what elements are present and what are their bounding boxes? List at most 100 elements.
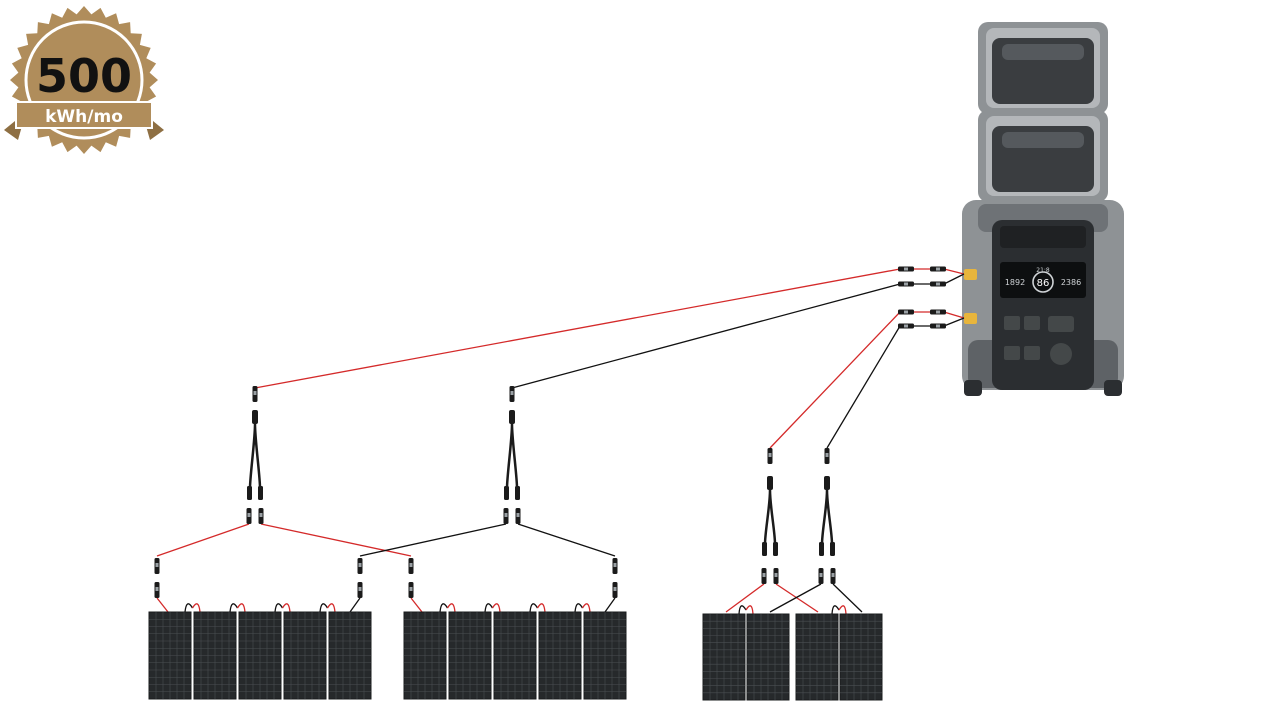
branch-leg — [762, 542, 767, 556]
solar-panel — [328, 611, 372, 700]
distribution-wire-positive — [156, 523, 250, 557]
branch-split — [820, 489, 834, 545]
ac-outlet — [1004, 346, 1020, 360]
y-branch-connector — [247, 410, 263, 500]
solar-panel — [746, 613, 790, 701]
mc4-band — [819, 573, 823, 577]
distribution-wire-negative — [359, 523, 507, 557]
solar-panel — [403, 611, 447, 700]
solar-panel — [238, 611, 282, 700]
badge-inner-ring — [24, 20, 144, 140]
branch-out-connector — [258, 508, 264, 524]
trunk-end-connector — [252, 386, 258, 402]
station-mc4-connector — [930, 266, 946, 272]
y-branch-connector — [504, 410, 520, 500]
ac-outlet-round — [1050, 343, 1072, 365]
branch-leg — [830, 542, 835, 556]
mc4-connector — [357, 558, 363, 574]
station-mc4-connector — [898, 266, 914, 272]
y-branch-connector — [762, 476, 778, 556]
y-branch-connector — [819, 476, 835, 556]
panel-lead — [832, 583, 863, 613]
screen-top-readout: 21:8 — [1036, 267, 1050, 274]
adapter-lead — [943, 311, 965, 319]
mc4-band — [155, 563, 159, 567]
panel-lead — [604, 597, 616, 613]
distribution-wire-negative — [517, 523, 616, 557]
panel-lead — [725, 583, 765, 613]
solar-panel — [148, 611, 192, 700]
series-jumper-negative — [274, 603, 284, 613]
panel-lead — [775, 583, 819, 613]
branch-leg — [773, 542, 778, 556]
solar-input-port-1 — [964, 269, 977, 280]
panel-lead — [349, 597, 361, 613]
branch-stem — [767, 476, 773, 490]
branch-leg — [258, 486, 263, 500]
branch-out-connector — [761, 568, 767, 584]
mc4-band — [936, 267, 940, 271]
mc4-band — [409, 587, 413, 591]
solar-panel — [583, 611, 627, 700]
mc4-connector — [154, 582, 160, 598]
branch-leg — [504, 486, 509, 500]
ac-outlet-large — [1048, 316, 1074, 332]
series-jumper-negative — [529, 603, 539, 613]
series-jumper-negative — [184, 603, 194, 613]
station-mc4-connector — [930, 309, 946, 315]
series-jumper-negative — [738, 605, 747, 615]
branch-stem — [252, 410, 258, 424]
adapter-lead — [943, 268, 965, 275]
trunk-cable-negative-2 — [826, 325, 901, 449]
screen-center-readout: 86 — [1037, 278, 1050, 289]
trunk-cable-positive-1 — [254, 268, 901, 389]
mc4-band — [247, 513, 251, 517]
mc4-band — [516, 513, 520, 517]
branch-leg — [515, 486, 520, 500]
solar-panels-layer — [148, 611, 883, 701]
wiring-layer — [156, 268, 965, 615]
solar-panel — [448, 611, 492, 700]
mc4-connector — [408, 582, 414, 598]
ac-outlet — [1024, 346, 1040, 360]
mc4-connector — [408, 558, 414, 574]
series-jumper-negative — [319, 603, 329, 613]
mc4-band — [904, 282, 908, 286]
mc4-band — [831, 573, 835, 577]
series-jumper-positive — [281, 603, 291, 613]
solar-panel — [193, 611, 237, 700]
mc4-band — [904, 310, 908, 314]
trunk-end-connector — [509, 386, 515, 402]
series-jumper-positive — [745, 605, 754, 615]
power-station: 21:8 86 1892 2386 — [962, 22, 1124, 396]
mc4-band — [155, 587, 159, 591]
main-unit: 21:8 86 1892 2386 — [962, 200, 1124, 396]
series-jumper-positive — [446, 603, 456, 613]
mc4-band — [904, 324, 908, 328]
solar-panel — [493, 611, 537, 700]
main-unit-screen: 21:8 86 1892 2386 — [1000, 262, 1086, 298]
series-jumper-negative — [229, 603, 239, 613]
panel-lead — [769, 583, 822, 613]
ac-outlet — [1024, 316, 1040, 330]
station-mc4-connector — [930, 281, 946, 287]
series-jumper-positive — [581, 603, 591, 613]
mc4-band — [259, 513, 263, 517]
badge-unit: kWh/mo — [45, 107, 123, 127]
mc4-band — [825, 453, 829, 457]
series-jumper-positive — [191, 603, 201, 613]
series-jumper-positive — [326, 603, 336, 613]
station-mc4-connector — [930, 323, 946, 329]
mc4-band — [774, 573, 778, 577]
badge-value: 500 — [36, 49, 132, 103]
series-jumper-positive — [536, 603, 546, 613]
solar-panel — [795, 613, 839, 701]
branch-out-connector — [830, 568, 836, 584]
series-jumper-negative — [439, 603, 449, 613]
branch-out-connector — [246, 508, 252, 524]
branch-split — [505, 423, 519, 489]
mc4-band — [358, 563, 362, 567]
wheel-right — [1104, 380, 1122, 396]
panel-lead — [410, 597, 423, 613]
branch-leg — [819, 542, 824, 556]
